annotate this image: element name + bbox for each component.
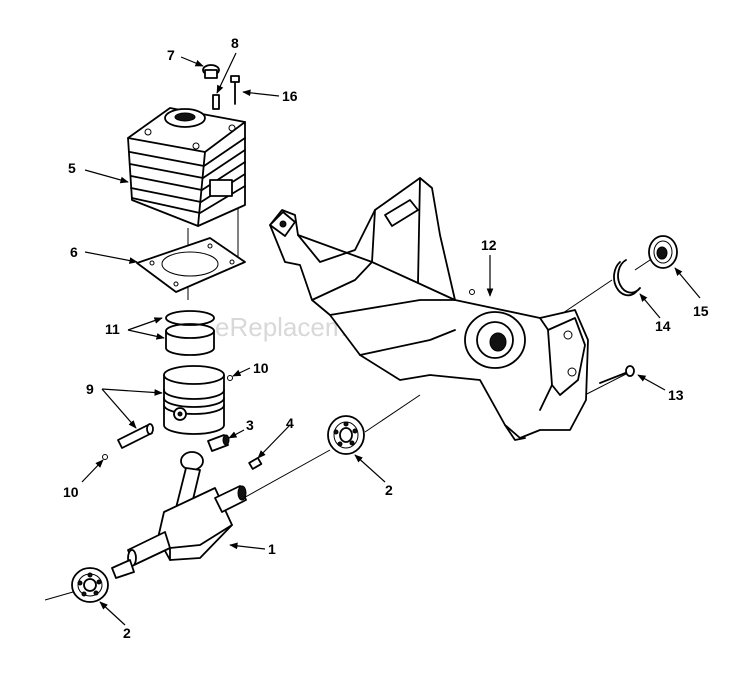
callout-1: 1 (268, 541, 276, 557)
oil-seal-part-15 (648, 235, 678, 269)
callout-3: 3 (246, 417, 254, 433)
key-part-4 (248, 457, 263, 470)
retaining-ring-part-14 (613, 259, 641, 297)
callout-13: 13 (668, 387, 684, 403)
cylinder-part-5 (127, 107, 246, 227)
main-bearing-part-2-left (71, 567, 109, 603)
main-bearing-part-2-right (327, 415, 365, 455)
piston-part-9 (163, 365, 225, 435)
callout-10-right: 10 (253, 360, 269, 376)
piston-pin-part-10 (102, 375, 233, 460)
spark-plug-part-7 (202, 64, 220, 79)
callout-4: 4 (286, 415, 294, 431)
callout-7: 7 (167, 47, 175, 63)
callout-12: 12 (481, 237, 497, 253)
callout-10-left: 10 (63, 484, 79, 500)
callout-14: 14 (655, 318, 671, 334)
crankshaft-part-1 (111, 451, 247, 579)
base-gasket-part-6 (136, 237, 246, 293)
callout-labels: 1 2 2 3 4 5 6 7 8 9 10 10 11 12 13 14 15… (63, 35, 709, 641)
needle-bearing-part-3 (207, 434, 230, 452)
callout-11: 11 (105, 321, 120, 337)
leader-lines (81, 52, 701, 626)
callout-5: 5 (68, 160, 76, 176)
crankcase-bolt-part-13 (599, 365, 635, 384)
crankcase-part-12 (269, 177, 589, 441)
assembly-alignment-lines (44, 205, 651, 601)
piston-rings-part-11 (165, 310, 215, 356)
callout-16: 16 (282, 88, 298, 104)
callout-2-right: 2 (385, 482, 393, 498)
callout-2-left: 2 (123, 625, 131, 641)
callout-8: 8 (231, 35, 239, 51)
callout-15: 15 (693, 303, 709, 319)
callout-6: 6 (70, 244, 78, 260)
stud-part-8 (212, 94, 220, 110)
cylinder-bolt-part-16 (230, 75, 240, 105)
callout-9: 9 (86, 381, 94, 397)
